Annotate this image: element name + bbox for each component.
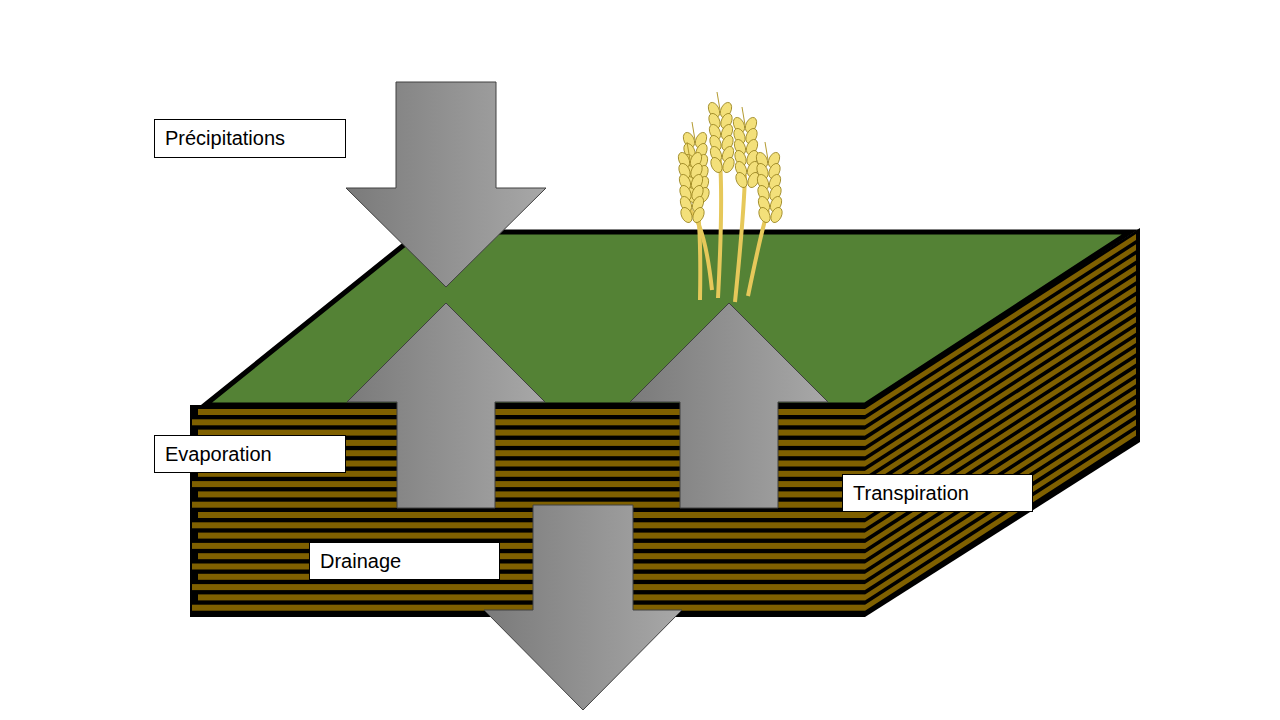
wheat-awn	[742, 107, 745, 125]
label-box: Evaporation	[154, 435, 346, 473]
wheat-stem	[718, 160, 721, 298]
soil-stripe	[865, 378, 1136, 559]
label-box: Précipitations	[154, 119, 346, 158]
label-text: Transpiration	[853, 482, 969, 505]
drainage-arrow	[484, 505, 682, 710]
wheat-plant	[676, 92, 784, 302]
soil-stripe	[198, 594, 865, 600]
wheat-awn	[765, 142, 768, 160]
soil-stripe	[198, 553, 865, 559]
evaporation-arrow	[347, 303, 545, 508]
wheat-grain	[734, 171, 750, 190]
soil-stripe	[192, 564, 865, 570]
soil-stripe	[198, 574, 865, 580]
soil-stripe	[192, 543, 865, 549]
wheat-stem	[690, 210, 712, 290]
wheat-grain	[709, 156, 725, 175]
label-box: Drainage	[309, 542, 500, 580]
soil-stripe	[192, 584, 865, 590]
transpiration-arrow	[630, 303, 828, 508]
wheat-grain	[679, 206, 695, 225]
label-text: Drainage	[320, 550, 401, 573]
wheat-grain	[721, 156, 737, 175]
wheat-awn	[692, 122, 695, 140]
precipitation-arrow	[346, 82, 546, 287]
soil-stripe	[865, 430, 1136, 611]
label-box: Transpiration	[842, 474, 1033, 512]
wheat-grain	[769, 206, 785, 225]
wheat-stem	[735, 175, 745, 302]
soil-stripe	[192, 522, 865, 528]
wheat-grain	[757, 206, 773, 225]
wheat-awn	[717, 92, 720, 110]
wheat-stem	[748, 210, 768, 296]
label-text: Evaporation	[165, 443, 272, 466]
label-text: Précipitations	[165, 127, 285, 150]
soil-layers	[190, 228, 1140, 617]
soil-stripe	[198, 512, 865, 518]
wheat-grain	[691, 206, 707, 225]
wheat-awn	[687, 142, 690, 160]
soil-stripe	[198, 533, 865, 539]
